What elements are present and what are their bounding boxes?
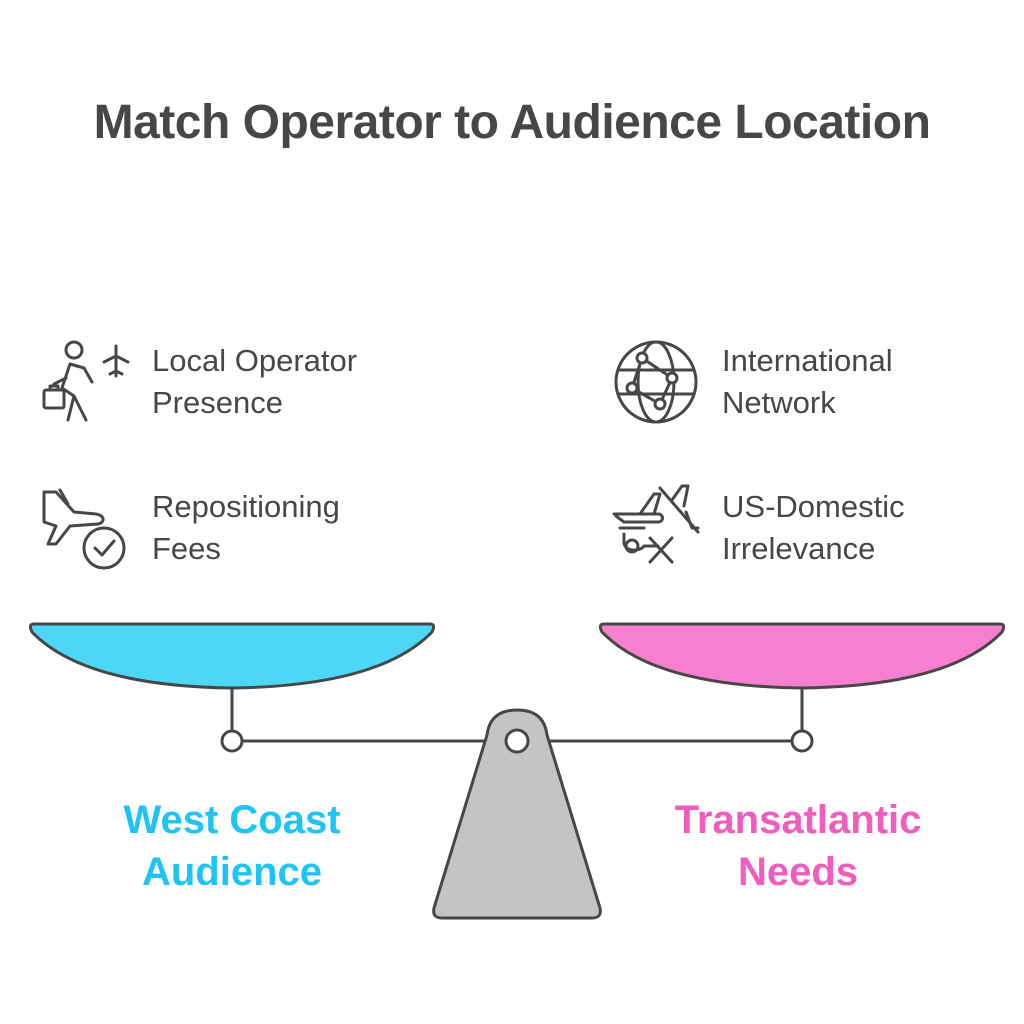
traveler-plane-icon (42, 340, 130, 422)
plane-checkmark-icon (42, 488, 126, 570)
left-item-2-label: Repositioning Fees (152, 489, 340, 566)
fulcrum (432, 708, 602, 920)
page-title: Match Operator to Audience Location (93, 96, 931, 149)
left-item-1-label: Local Operator Presence (152, 343, 358, 420)
right-joint (790, 729, 814, 753)
right-item-1-label: International Network (722, 343, 893, 420)
left-pan (28, 622, 436, 690)
right-item-2-label: US-Domestic Irrelevance (722, 489, 905, 566)
domestic-flight-crossed-icon (612, 484, 700, 564)
fulcrum-pivot (504, 728, 530, 754)
left-joint (220, 729, 244, 753)
left-side-label: West Coast Audience (123, 798, 341, 894)
right-pan (598, 622, 1006, 690)
right-side-label: Transatlantic Needs (674, 798, 922, 894)
globe-network-icon (614, 340, 698, 424)
